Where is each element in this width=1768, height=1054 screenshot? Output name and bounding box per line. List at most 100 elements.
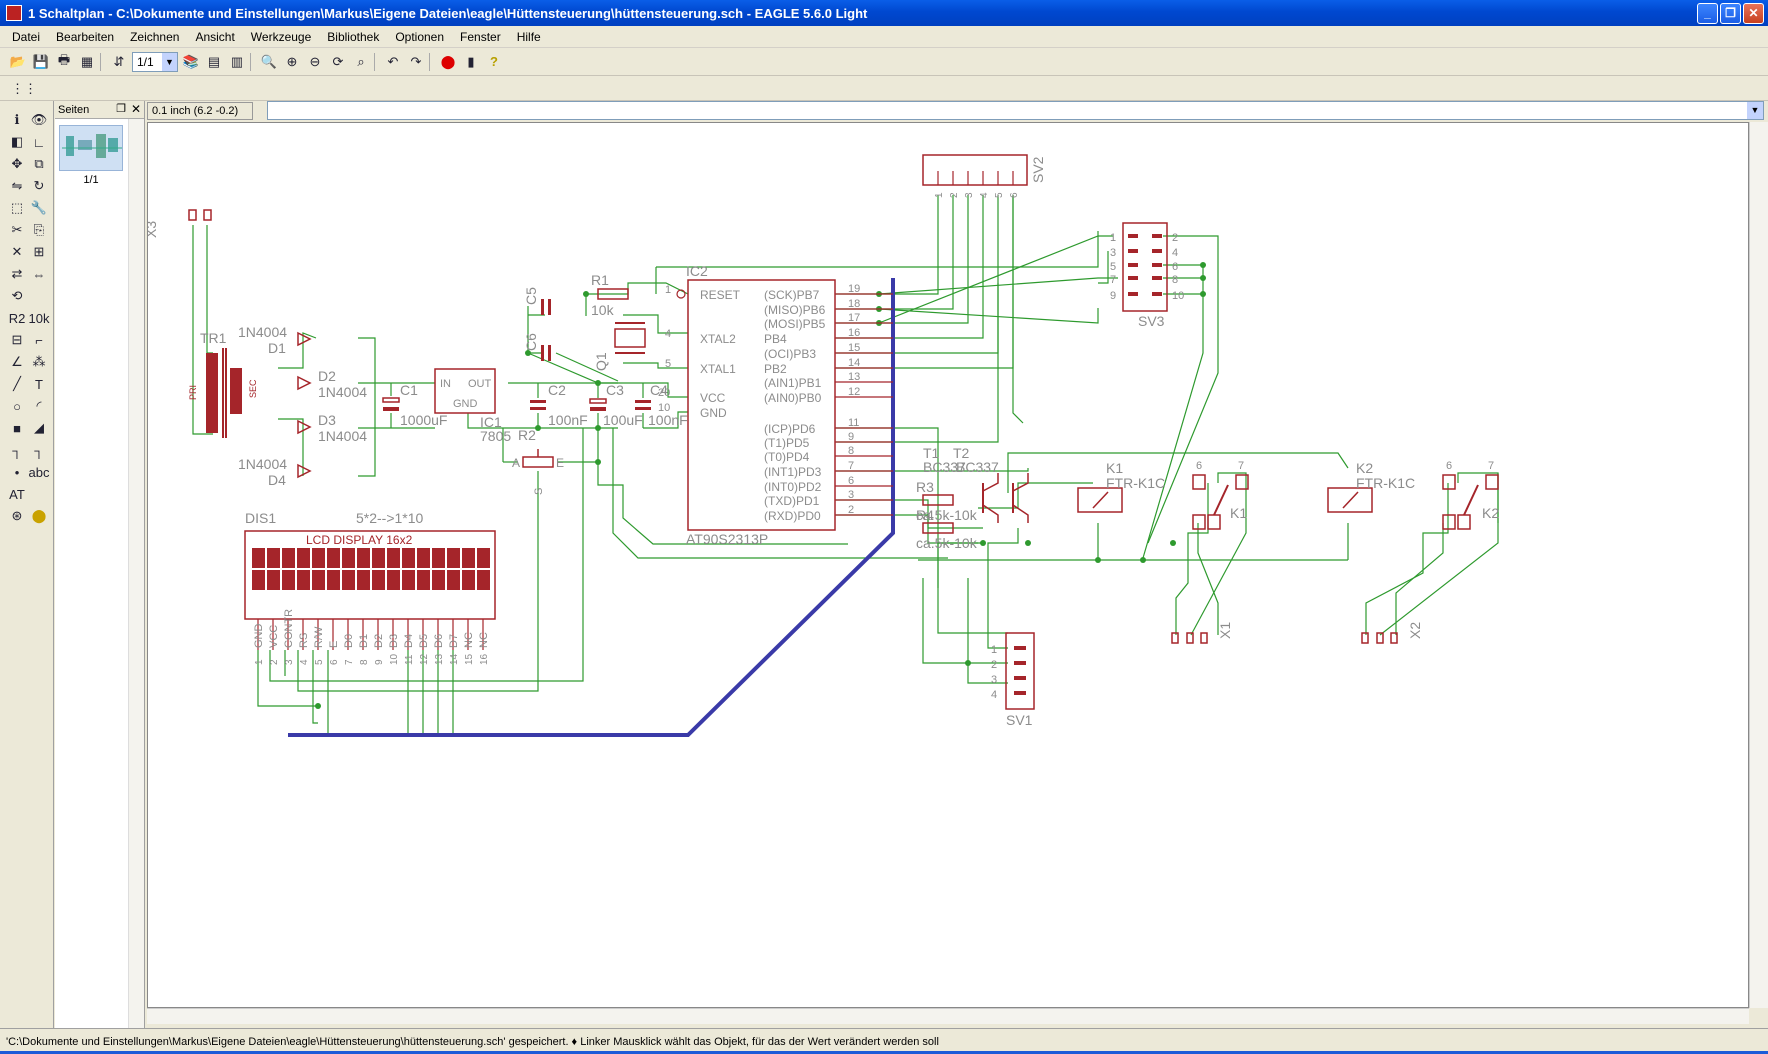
- zoom-out-icon[interactable]: ⊖: [309, 53, 321, 69]
- relay-k1[interactable]: K1 FTR-K1C K1 6 7: [1077, 460, 1249, 530]
- erc-icon[interactable]: ⊛: [11, 508, 23, 523]
- resistor-r4[interactable]: R4 ca.5k-10k: [916, 507, 978, 551]
- save-icon[interactable]: 💾: [32, 53, 50, 69]
- name-icon[interactable]: R2: [8, 310, 26, 326]
- library-icon[interactable]: 📚: [182, 53, 200, 69]
- junction-icon[interactable]: •: [14, 464, 20, 480]
- regulator-ic1[interactable]: IN OUT GND IC1 7805: [434, 368, 511, 444]
- stop-icon[interactable]: ⬤: [440, 53, 456, 69]
- float-icon[interactable]: ❐: [116, 103, 126, 115]
- delete-icon[interactable]: ✕: [11, 244, 23, 259]
- info-icon[interactable]: ℹ: [14, 112, 20, 127]
- menu-bearbeiten[interactable]: Bearbeiten: [56, 29, 115, 44]
- redraw-icon[interactable]: ⟳: [332, 53, 344, 69]
- zoom-select-icon[interactable]: ⌕: [357, 53, 365, 69]
- cut-icon[interactable]: ✂: [11, 222, 23, 237]
- menu-optionen[interactable]: Optionen: [395, 29, 445, 44]
- schematic-drawing[interactable]: X3 TR1 PRI SEC 1N4004 D1 D2 1N4004 D3 1N…: [148, 123, 1749, 1008]
- grid-icon[interactable]: ⋮⋮: [11, 80, 37, 96]
- add-icon[interactable]: ⊞: [33, 244, 45, 259]
- cam-icon[interactable]: ▦: [80, 53, 94, 69]
- canvas-horizontal-scrollbar[interactable]: [147, 1008, 1749, 1024]
- sheet-select[interactable]: 1/1 ▼: [132, 51, 178, 72]
- relay-k2[interactable]: K2 FTR-K1C K2 6 7: [1327, 460, 1499, 530]
- close-icon[interactable]: ✕: [130, 102, 141, 116]
- undo-icon[interactable]: ↶: [387, 53, 399, 69]
- group-icon[interactable]: ⬚: [10, 200, 24, 215]
- capacitor-c2[interactable]: C2 100nF: [530, 382, 588, 428]
- transformer-tr1[interactable]: TR1 PRI SEC: [188, 330, 258, 438]
- board-switch-icon[interactable]: ⇵: [113, 53, 125, 69]
- capacitor-c5[interactable]: C5: [523, 287, 551, 315]
- miter-icon[interactable]: ⌐: [35, 332, 43, 348]
- connector-x2[interactable]: X2: [1361, 622, 1423, 644]
- value-icon[interactable]: 10k: [28, 310, 50, 326]
- display-icon[interactable]: ◧: [10, 134, 24, 149]
- mark-icon[interactable]: ∟: [32, 134, 46, 150]
- potentiometer-r2[interactable]: R2 A E S: [512, 427, 564, 495]
- net-icon[interactable]: ┐: [34, 442, 44, 458]
- schematic-canvas[interactable]: X3 TR1 PRI SEC 1N4004 D1 D2 1N4004 D3 1N…: [147, 122, 1749, 1008]
- microcontroller-ic2[interactable]: IC2 AT90S2313P RESET XTAL2 XTAL1 VCC GND…: [658, 263, 893, 547]
- rotate-icon[interactable]: ↻: [33, 178, 45, 193]
- label-icon[interactable]: abc: [28, 464, 50, 480]
- attribute-icon[interactable]: AT: [9, 486, 25, 502]
- change-icon[interactable]: 🔧: [30, 200, 48, 215]
- canvas-vertical-scrollbar[interactable]: [1749, 122, 1768, 1008]
- zoom-fit-icon[interactable]: 🔍: [260, 53, 278, 69]
- show-icon[interactable]: 👁: [30, 112, 48, 127]
- resistor-r3[interactable]: R3 ca.5k-10k: [916, 479, 978, 523]
- help-icon[interactable]: ?: [490, 54, 498, 69]
- capacitor-c6[interactable]: C6: [523, 333, 551, 361]
- lcd-display-dis1[interactable]: DIS1 5*2-->1*10 LCD DISPLAY 16x2 GND1VCC…: [244, 510, 496, 665]
- sheets-panel-scrollbar[interactable]: [128, 119, 144, 1028]
- ulp-icon[interactable]: ▥: [230, 53, 244, 69]
- capacitor-c4[interactable]: C4 100nF: [635, 382, 688, 428]
- mirror-icon[interactable]: ⇋: [11, 178, 23, 193]
- crystal-q1[interactable]: Q1: [593, 322, 646, 371]
- resistor-r1[interactable]: R1 10k: [591, 272, 629, 318]
- connector-x1[interactable]: X1: [1171, 622, 1233, 644]
- sheet-thumbnail[interactable]: [59, 125, 123, 171]
- zoom-in-icon[interactable]: ⊕: [286, 53, 298, 69]
- script-icon[interactable]: ▤: [207, 53, 221, 69]
- wire-icon[interactable]: ╱: [13, 376, 21, 391]
- menu-zeichnen[interactable]: Zeichnen: [130, 29, 180, 44]
- move-icon[interactable]: ✥: [11, 156, 23, 171]
- capacitor-c3[interactable]: C3 100uF: [589, 382, 643, 428]
- close-button[interactable]: ✕: [1743, 3, 1764, 24]
- replace-icon[interactable]: ⇄: [11, 266, 23, 281]
- copy-icon[interactable]: ⧉: [34, 156, 44, 171]
- rect-icon[interactable]: ■: [13, 420, 21, 436]
- text-icon[interactable]: T: [35, 376, 43, 392]
- gateswap-icon[interactable]: ⇔: [32, 266, 46, 282]
- capacitor-c1[interactable]: C1 1000uF: [382, 382, 447, 428]
- menu-datei[interactable]: Datei: [12, 29, 41, 44]
- circle-icon[interactable]: ○: [13, 398, 21, 414]
- smash-icon[interactable]: ⊟: [11, 332, 23, 347]
- bridge-rectifier[interactable]: [297, 331, 312, 479]
- arc-icon[interactable]: ◜: [36, 398, 42, 413]
- split-icon[interactable]: ∠: [11, 354, 23, 369]
- print-icon[interactable]: 🖶: [57, 51, 71, 67]
- open-icon[interactable]: 📂: [9, 53, 27, 69]
- paste-icon[interactable]: ⎘: [33, 222, 45, 237]
- menu-fenster[interactable]: Fenster: [460, 29, 501, 44]
- pinswap-icon[interactable]: ⟲: [11, 288, 23, 303]
- menu-werkzeuge[interactable]: Werkzeuge: [250, 29, 312, 44]
- maximize-button[interactable]: ❐: [1720, 3, 1741, 24]
- chevron-down-icon[interactable]: ▼: [1747, 102, 1763, 119]
- menu-bibliothek[interactable]: Bibliothek: [327, 29, 380, 44]
- command-input[interactable]: ▼: [267, 101, 1764, 120]
- go-icon[interactable]: ▮: [467, 53, 475, 69]
- redo-icon[interactable]: ↷: [410, 53, 422, 69]
- minimize-button[interactable]: _: [1697, 3, 1718, 24]
- invoke-icon[interactable]: ⁂: [32, 354, 46, 369]
- polygon-icon[interactable]: ◢: [34, 420, 44, 435]
- bus-icon[interactable]: ┐: [12, 442, 22, 458]
- transistors[interactable]: T1 T2 BC337 BC337: [923, 445, 1029, 523]
- menu-hilfe[interactable]: Hilfe: [516, 29, 541, 44]
